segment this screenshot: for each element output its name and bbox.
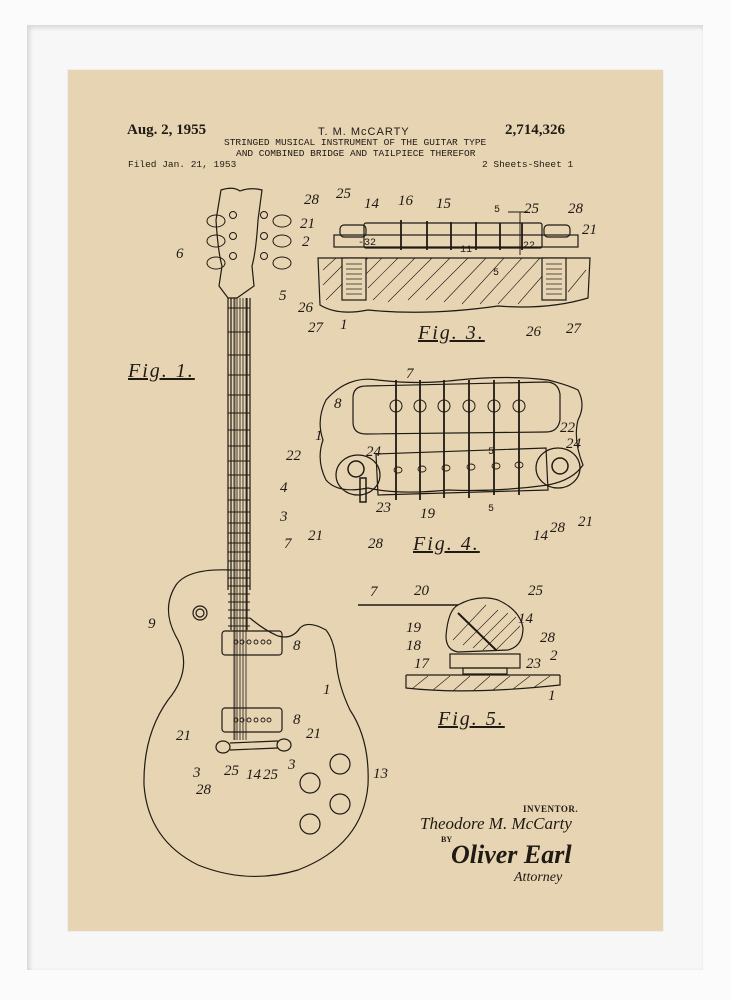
svg-text:1: 1 [340,317,348,333]
guitar-drawing [143,187,369,878]
svg-text:1: 1 [315,428,323,444]
svg-text:5: 5 [493,268,499,279]
svg-text:21: 21 [578,514,593,530]
svg-text:27: 27 [308,320,325,336]
svg-text:6: 6 [176,246,184,262]
title-line-2: AND COMBINED BRIDGE AND TAILPIECE THEREF… [236,148,476,159]
svg-text:15: 15 [436,196,452,212]
fig4-drawing [319,376,584,503]
svg-text:14: 14 [364,196,380,212]
patent-date: Aug. 2, 1955 [127,122,207,138]
svg-text:8: 8 [293,638,301,654]
svg-text:19: 19 [420,506,436,522]
fig1-label: Fig. 1. [128,360,195,382]
svg-text:3: 3 [287,757,296,773]
filed-date: Filed Jan. 21, 1953 [128,159,237,170]
svg-text:14: 14 [246,767,262,783]
svg-text:25: 25 [263,767,279,783]
fig5-drawing [358,597,561,692]
svg-text:28: 28 [540,630,556,646]
by-label: BY [441,835,453,844]
svg-text:8: 8 [334,396,342,412]
svg-text:22: 22 [523,241,535,252]
svg-text:13: 13 [373,766,388,782]
svg-text:21: 21 [306,726,321,742]
svg-text:8: 8 [293,712,301,728]
svg-text:3: 3 [279,509,288,525]
inventor-header: T. M. McCARTY [318,126,410,138]
svg-text:25: 25 [336,186,352,202]
svg-text:5: 5 [488,504,494,515]
attorney-label: Attorney [514,870,563,885]
svg-text:11: 11 [460,245,472,256]
svg-text:21: 21 [176,728,191,744]
svg-text:3: 3 [192,765,201,781]
svg-text:28: 28 [196,782,212,798]
svg-text:21: 21 [582,222,597,238]
svg-text:24: 24 [366,444,382,460]
svg-text:25: 25 [524,201,540,217]
svg-text:20: 20 [414,583,430,599]
svg-text:23: 23 [526,656,541,672]
svg-text:27: 27 [566,321,583,337]
inventor-signature: Theodore M. McCarty [420,814,572,833]
svg-text:18: 18 [406,638,422,654]
svg-text:14: 14 [518,611,534,627]
svg-text:2: 2 [550,648,558,664]
svg-text:5: 5 [494,205,500,216]
fig3-label: Fig. 3. [418,322,485,344]
svg-text:21: 21 [308,528,323,544]
fig5-label: Fig. 5. [438,708,505,730]
title-line-1: STRINGED MUSICAL INSTRUMENT OF THE GUITA… [224,137,487,148]
svg-text:28: 28 [304,192,320,208]
sheet-count: 2 Sheets-Sheet 1 [482,159,574,170]
svg-text:28: 28 [550,520,566,536]
svg-text:7: 7 [406,366,415,382]
svg-text:23: 23 [376,500,391,516]
svg-text:5: 5 [279,288,287,304]
svg-text:14: 14 [533,528,549,544]
svg-text:7: 7 [370,584,379,600]
patent-paper: Aug. 2, 1955 T. M. McCARTY 2,714,326 STR… [68,70,663,931]
svg-text:24: 24 [566,436,582,452]
svg-text:28: 28 [368,536,384,552]
attorney-signature: Oliver Earl [451,840,572,869]
svg-text:4: 4 [280,480,288,496]
fig3-drawing [317,211,591,313]
svg-text:9: 9 [148,616,156,632]
fig4-label: Fig. 4. [413,533,480,555]
svg-text:26: 26 [526,324,542,340]
svg-text:28: 28 [568,201,584,217]
svg-text:25: 25 [224,763,240,779]
svg-text:2: 2 [302,234,310,250]
svg-text:5: 5 [488,447,494,458]
svg-text:16: 16 [398,193,414,209]
svg-text:7: 7 [284,536,293,552]
svg-text:25: 25 [528,583,544,599]
svg-text:1: 1 [323,682,331,698]
svg-text:19: 19 [406,620,422,636]
svg-text:17: 17 [414,656,431,672]
svg-text:26: 26 [298,300,314,316]
svg-text:22: 22 [560,420,576,436]
svg-text:22: 22 [286,448,302,464]
svg-text:21: 21 [300,216,315,232]
inventor-label: INVENTOR. [523,804,579,814]
patent-number: 2,714,326 [505,122,565,138]
svg-text:1: 1 [548,688,556,704]
svg-text:-32: -32 [358,238,376,249]
